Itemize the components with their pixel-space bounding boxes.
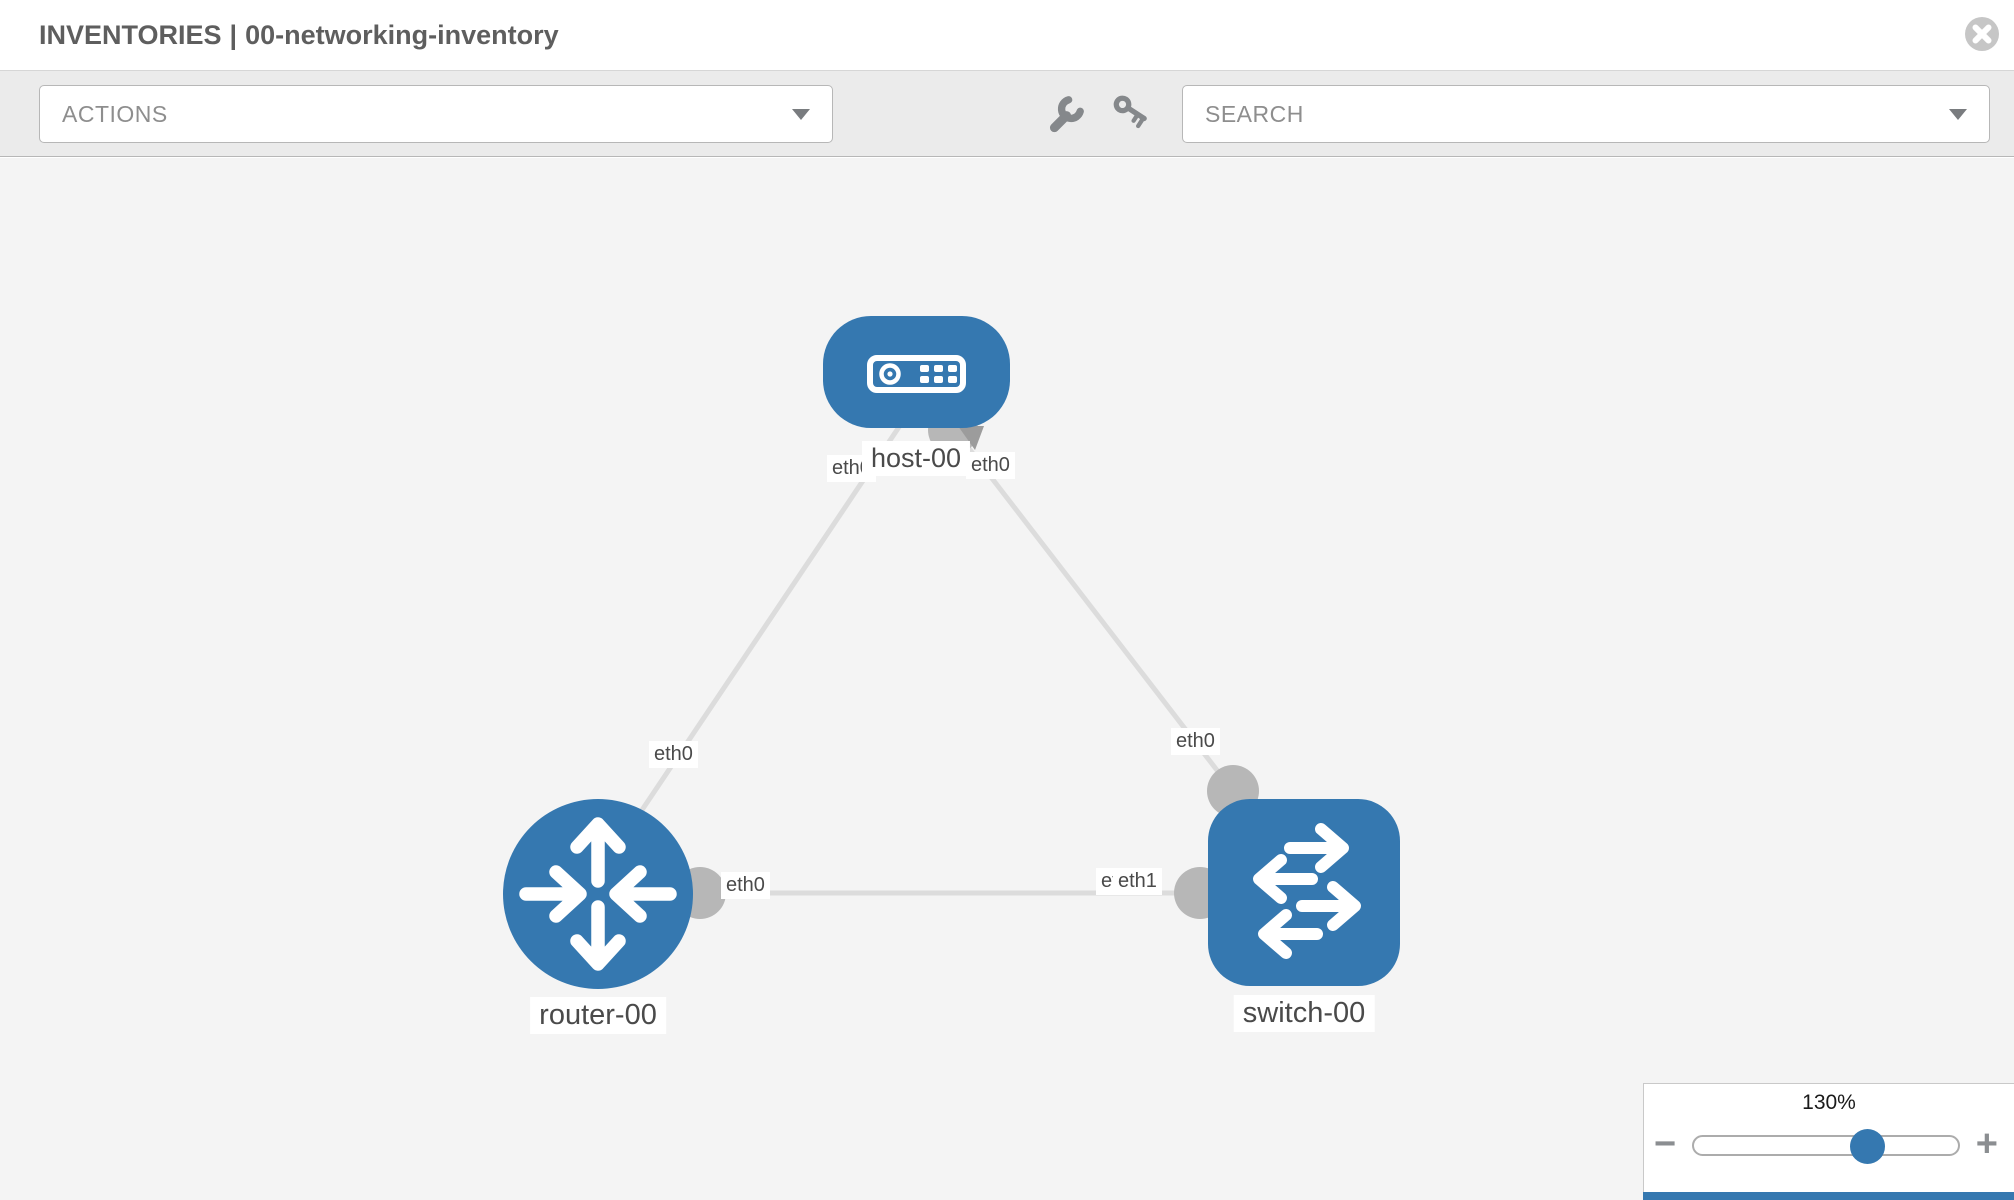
- key-icon: [1113, 95, 1147, 129]
- page-header: INVENTORIES|00-networking-inventory: [0, 0, 2014, 70]
- key-panel-bar[interactable]: [1643, 1192, 2014, 1200]
- caret-down-icon: [1949, 109, 1967, 120]
- actions-dropdown-label: ACTIONS: [62, 100, 168, 127]
- wrench-icon: [1049, 96, 1084, 133]
- interface-label: eth1: [1113, 868, 1162, 895]
- zoom-slider-thumb[interactable]: [1850, 1129, 1885, 1164]
- node-host-00[interactable]: [823, 316, 1010, 428]
- toolbar: ACTIONS SEARCH: [0, 70, 2014, 157]
- host-device-icon: [867, 355, 966, 393]
- router-arrows-icon: [519, 817, 677, 971]
- breadcrumb: INVENTORIES|00-networking-inventory: [39, 20, 559, 51]
- node-router-00[interactable]: [503, 799, 693, 989]
- search-placeholder: SEARCH: [1205, 100, 1304, 127]
- breadcrumb-section: INVENTORIES: [39, 20, 222, 50]
- interface-label: eth0: [721, 872, 770, 899]
- interface-label: eth0: [649, 741, 698, 768]
- zoom-out-button[interactable]: −: [1654, 1123, 1677, 1165]
- zoom-slider-track[interactable]: [1692, 1129, 1960, 1164]
- close-icon: [1965, 17, 1999, 51]
- interface-label: eth0: [966, 452, 1015, 479]
- zoom-level-value: 130%: [1802, 1091, 1856, 1114]
- node-label-switch: switch-00: [1233, 995, 1375, 1032]
- inventory-name: 00-networking-inventory: [245, 20, 559, 50]
- topology-canvas: eth0 eth0 eth0 eth0 eth0 eth0 eth1 host-…: [0, 158, 2014, 1200]
- node-label-router: router-00: [530, 997, 666, 1034]
- caret-down-icon: [792, 109, 810, 120]
- interface-label: eth0: [1171, 728, 1220, 755]
- credentials-button[interactable]: [1112, 85, 1156, 143]
- zoom-in-button[interactable]: +: [1975, 1123, 1998, 1165]
- actions-dropdown[interactable]: ACTIONS: [39, 85, 833, 143]
- zoom-panel: 130% − +: [1643, 1083, 2014, 1200]
- node-switch-00[interactable]: [1208, 799, 1400, 986]
- switch-arrows-icon: [1253, 823, 1361, 959]
- configure-button[interactable]: [1044, 85, 1088, 143]
- breadcrumb-separator: |: [229, 20, 238, 50]
- node-label-host: host-00: [861, 441, 971, 476]
- endpoint-wedge: [958, 426, 984, 450]
- search-dropdown[interactable]: SEARCH: [1182, 85, 1990, 143]
- close-button[interactable]: [1964, 16, 2000, 52]
